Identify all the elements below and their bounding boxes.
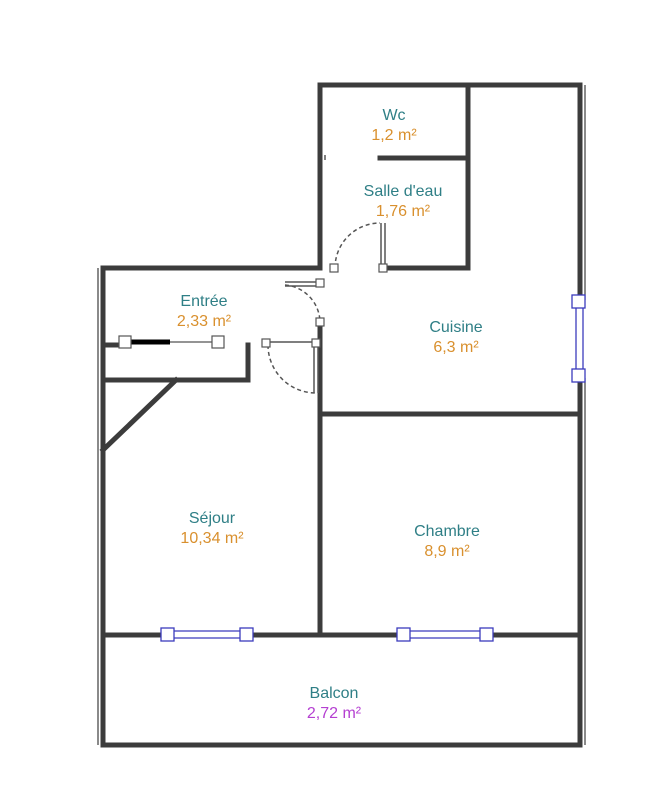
- window-kitchen-frame-bottom: [571, 368, 586, 383]
- window-chambre-frame-right: [479, 627, 494, 642]
- closet-door: [118, 263, 388, 349]
- windows: [168, 302, 584, 639]
- room-area-entree: 2,33 m²: [176, 313, 232, 330]
- door-frame-entree-bottom: [315, 317, 325, 327]
- room-area-chambre: 8,9 m²: [424, 543, 470, 560]
- door-frame-entree-top: [315, 278, 325, 288]
- room-name-wc: Wc: [382, 107, 406, 124]
- room-name-cuisine: Cuisine: [429, 319, 483, 336]
- room-area-balcon: 2,72 m²: [306, 705, 362, 722]
- window-kitchen-frame-top: [571, 294, 586, 309]
- room-label-balcon: Balcon 2,72 m²: [307, 684, 361, 724]
- wall-closet-diagonal: [99, 376, 180, 454]
- room-name-salle-deau: Salle d'eau: [363, 183, 443, 200]
- room-area-salle-deau: 1,76 m²: [375, 203, 431, 220]
- window-sejour-frame-left: [160, 627, 175, 642]
- closet-door-frame-left: [118, 335, 132, 349]
- window-sejour-frame-right: [239, 627, 254, 642]
- room-label-sejour: Séjour 10,34 m²: [180, 509, 243, 549]
- room-label-wc: Wc 1,2 m²: [371, 106, 416, 146]
- walls: [99, 82, 583, 748]
- interior-lines: [97, 85, 586, 745]
- door-arc-entree: [284, 284, 321, 323]
- room-label-chambre: Chambre 8,9 m²: [414, 522, 480, 562]
- room-name-entree: Entrée: [180, 293, 228, 310]
- window-chambre-frame-left: [396, 627, 411, 642]
- room-name-balcon: Balcon: [309, 685, 359, 702]
- door-arc-salle-deau: [334, 222, 381, 269]
- room-label-entree: Entrée 2,33 m²: [177, 292, 231, 332]
- door-frame-sejour-left: [261, 338, 271, 348]
- room-area-wc: 1,2 m²: [371, 127, 417, 144]
- doors: [267, 155, 386, 394]
- door-frame-sejour-right: [311, 338, 321, 348]
- closet-door-frame-right: [211, 335, 225, 349]
- room-name-sejour: Séjour: [188, 510, 236, 527]
- room-label-salle-deau: Salle d'eau 1,76 m²: [364, 182, 443, 222]
- door-frame-salle-deau-right: [378, 263, 388, 273]
- room-name-chambre: Chambre: [414, 523, 480, 540]
- room-area-cuisine: 6,3 m²: [433, 339, 479, 356]
- door-frame-salle-deau-left: [329, 263, 339, 273]
- room-area-sejour: 10,34 m²: [180, 530, 244, 547]
- door-arc-sejour: [267, 344, 317, 394]
- window-frames: [160, 294, 586, 642]
- room-label-cuisine: Cuisine 6,3 m²: [429, 318, 482, 358]
